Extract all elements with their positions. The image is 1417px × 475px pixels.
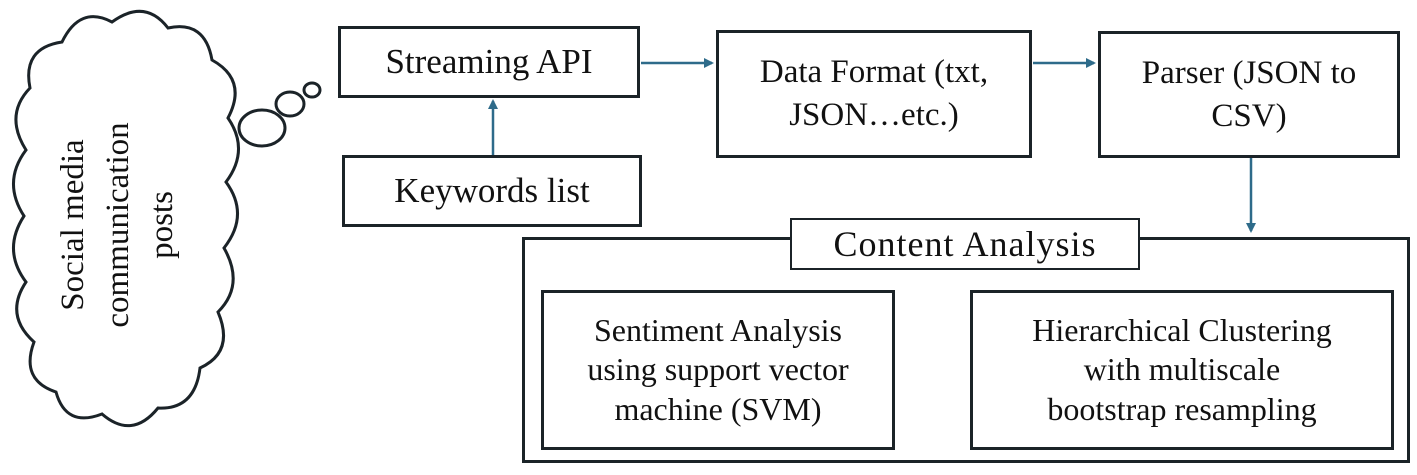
parser-box: Parser (JSON to CSV): [1098, 31, 1400, 158]
sentiment-analysis-box: Sentiment Analysis using support vector …: [541, 290, 895, 450]
parser-line-2: CSV): [1211, 97, 1287, 134]
cloud-line-2: communication: [99, 122, 136, 328]
keywords-list-label: Keywords list: [394, 171, 590, 210]
sentiment-line-2: using support vector: [587, 351, 849, 388]
clustering-line-1: Hierarchical Clustering: [1032, 312, 1332, 349]
clustering-line-3: bootstrap resampling: [1047, 390, 1317, 427]
hierarchical-clustering-box: Hierarchical Clustering with multiscale …: [970, 290, 1394, 450]
clustering-line-2: with multiscale: [1083, 351, 1281, 388]
parser-line-1: Parser (JSON to: [1141, 54, 1357, 91]
cloud-line-1: Social media: [55, 139, 92, 311]
data-format-line-2: JSON…etc.): [789, 97, 959, 133]
thought-bubble-small: [302, 81, 322, 99]
data-format-line-1: Data Format (txt,: [759, 54, 989, 91]
thought-bubble-large: [237, 108, 287, 148]
data-format-box: Data Format (txt, JSON…etc.): [716, 30, 1032, 158]
cloud-line-3: posts: [144, 191, 181, 259]
content-analysis-title: Content Analysis: [790, 218, 1140, 270]
sentiment-line-1: Sentiment Analysis: [593, 312, 842, 349]
streaming-api-box: Streaming API: [338, 26, 640, 98]
thought-cloud: [12, 9, 240, 428]
thought-bubble-medium: [274, 90, 306, 118]
sentiment-line-3: machine (SVM): [614, 390, 822, 427]
keywords-list-box: Keywords list: [342, 155, 642, 227]
streaming-api-label: Streaming API: [385, 42, 593, 81]
